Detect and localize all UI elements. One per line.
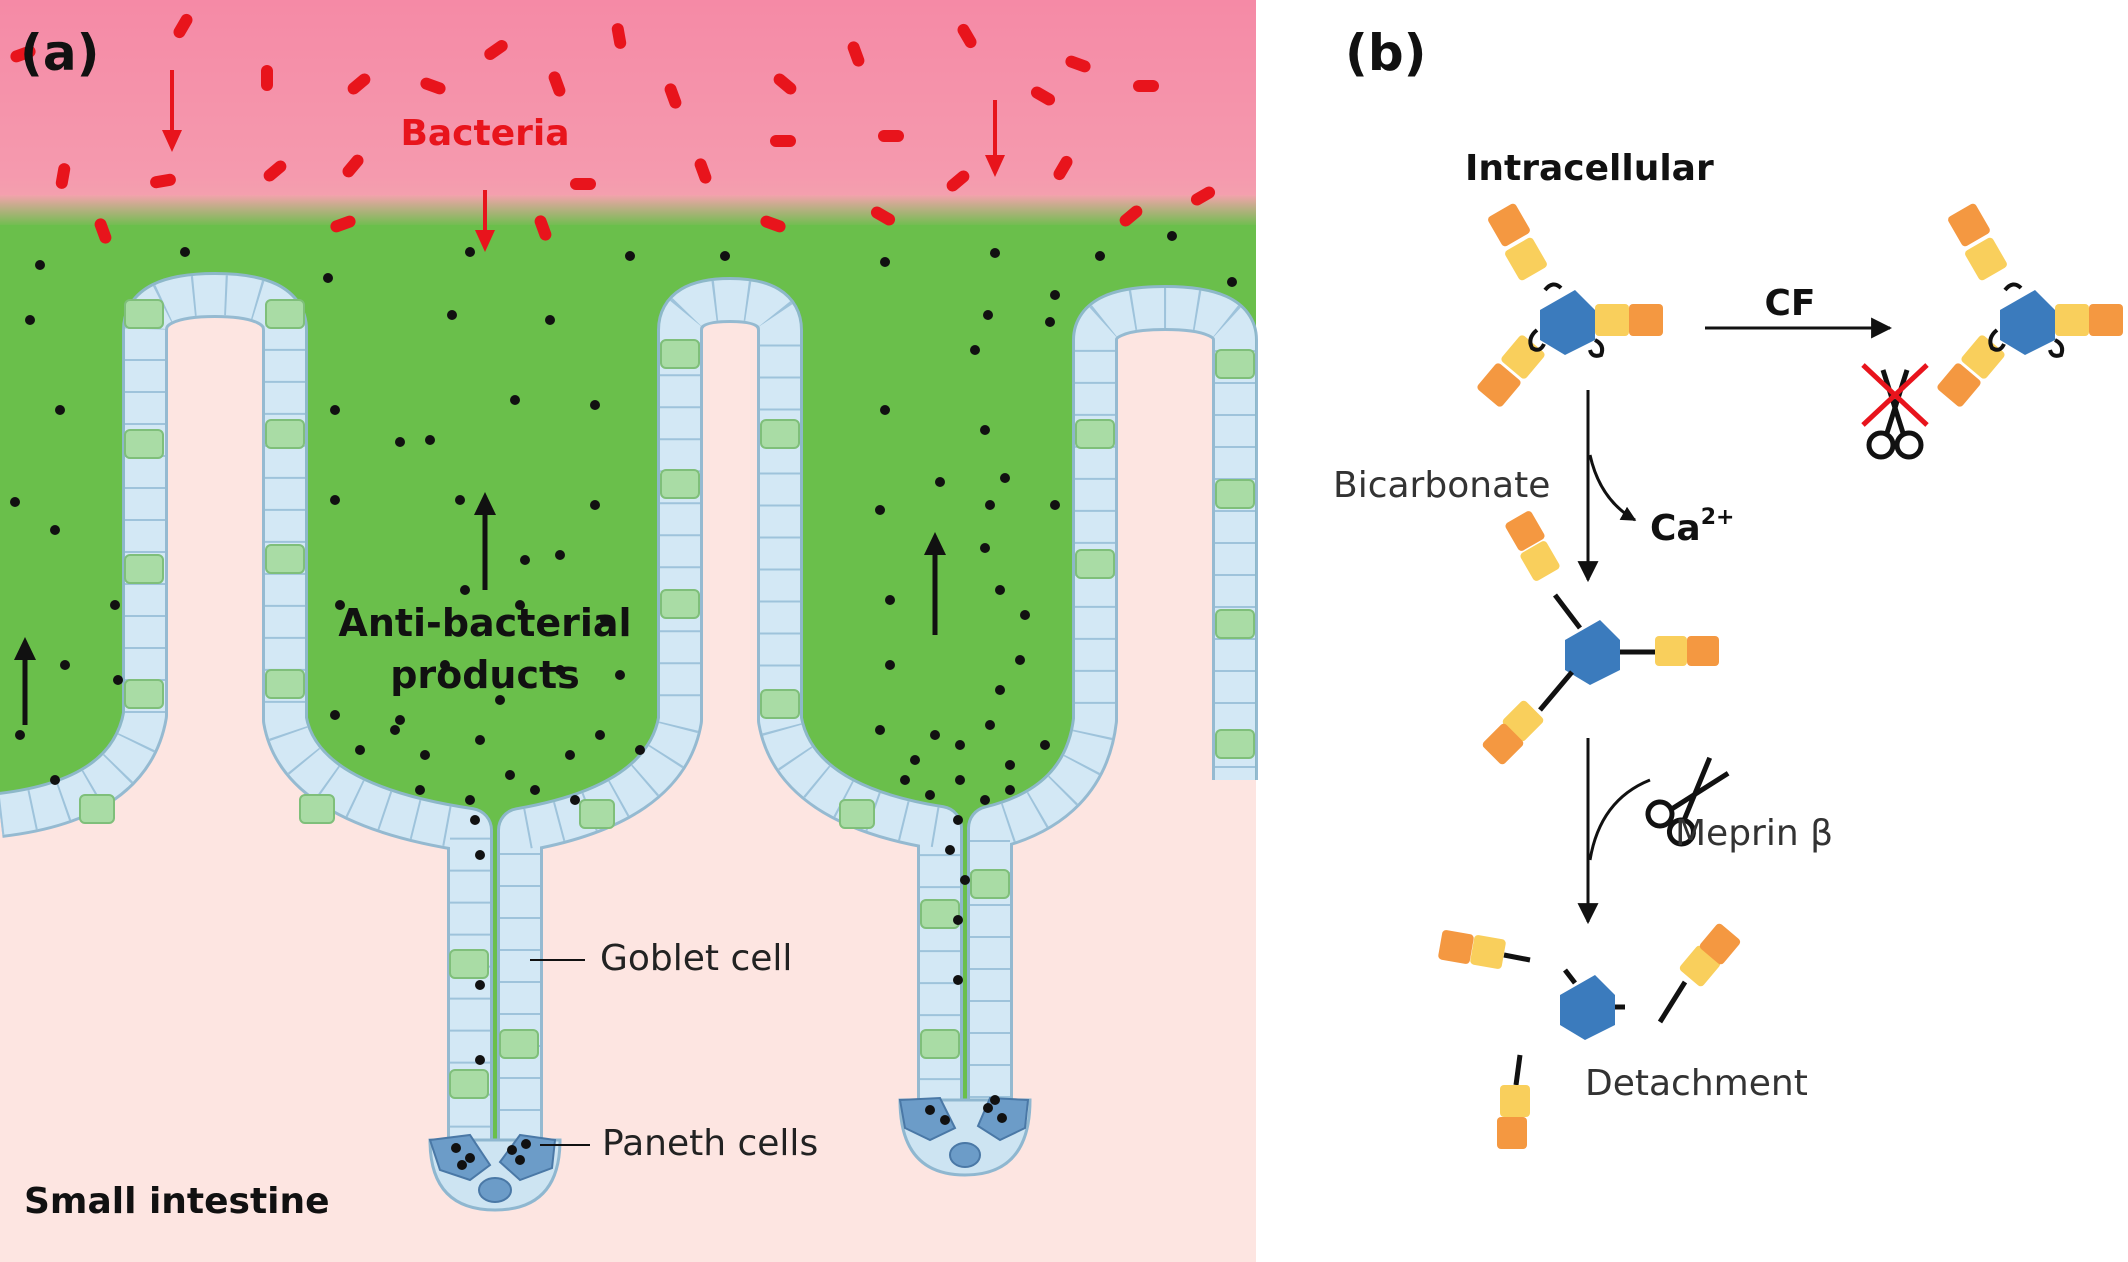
panel-b-label: (b) [1345, 24, 1427, 82]
detached-domain-bottom [1497, 1054, 1530, 1149]
cf-label: CF [1764, 283, 1815, 324]
panel-a-label: (a) [20, 24, 99, 82]
antibacterial-arrows [14, 492, 946, 725]
paneth-cells-label: Paneth cells [602, 1123, 818, 1164]
goblet-cells [79, 299, 1255, 1099]
lumen-fade [0, 195, 1256, 227]
bacteria [10, 13, 1216, 244]
detached-domain-right [1657, 923, 1741, 1024]
meprin-scissors-icon [1645, 756, 1730, 847]
antibacterial-label-line2: products [390, 653, 580, 697]
antibacterial-label-line1: Anti-bacterial [338, 601, 631, 645]
intracellular-title: Intracellular [1465, 148, 1714, 189]
meprin-curve [1588, 778, 1651, 861]
protein-complex-intact [1477, 203, 1663, 407]
panel-a: (a) Bacteria Anti-bacterial products Gob… [0, 0, 1258, 1262]
antibacterial-dots [10, 231, 1237, 1065]
panel-b: (b) Intracellular CF [1333, 24, 2123, 1149]
detachment-label: Detachment [1585, 1063, 1808, 1104]
calcium-label: Ca2+ [1650, 505, 1734, 549]
small-intestine-label: Small intestine [24, 1181, 330, 1222]
bacteria-label: Bacteria [400, 113, 569, 154]
blocked-scissors-icon [1861, 363, 1929, 460]
goblet-cell-label: Goblet cell [600, 938, 792, 979]
detached-core [1560, 968, 1625, 1040]
bicarbonate-label: Bicarbonate [1333, 465, 1550, 506]
lumen [0, 0, 1256, 215]
meprin-label: Meprin β [1675, 813, 1833, 854]
calcium-release-arrow [1588, 454, 1637, 522]
protein-complex-extended [1482, 511, 1719, 765]
paneth-cells-2 [898, 1095, 1032, 1177]
bacteria-arrows [162, 70, 1005, 252]
paneth-cells-1 [428, 1133, 562, 1212]
protein-complex-cf [1937, 203, 2123, 407]
detached-domain-left [1438, 930, 1531, 969]
